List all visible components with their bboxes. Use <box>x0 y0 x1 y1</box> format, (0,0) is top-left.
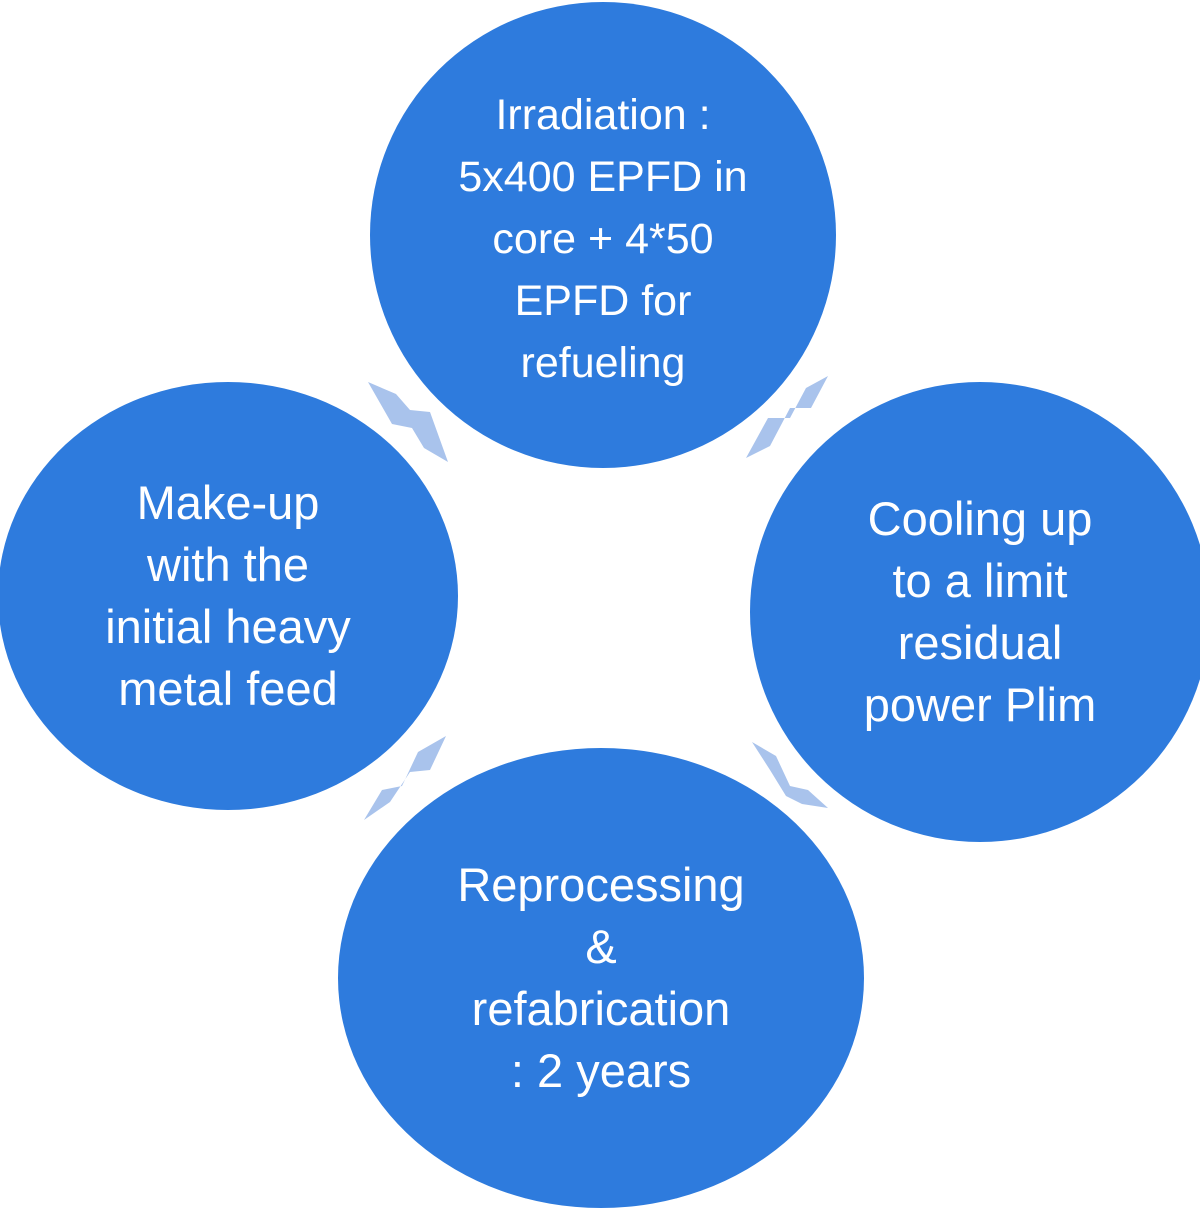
node-irradiation: Irradiation : 5x400 EPFD in core + 4*50 … <box>370 2 836 468</box>
node-cooling: Cooling up to a limit residual power Pli… <box>750 382 1200 842</box>
node-reprocessing: Reprocessing & refabrication : 2 years <box>338 748 864 1208</box>
node-make-up: Make-up with the initial heavy metal fee… <box>0 382 458 810</box>
node-reprocessing-label: Reprocessing & refabrication : 2 years <box>457 858 745 1097</box>
node-cooling-label: Cooling up to a limit residual power Pli… <box>863 492 1097 731</box>
node-irradiation-label: Irradiation : 5x400 EPFD in core + 4*50 … <box>458 91 748 387</box>
node-make-up-label: Make-up with the initial heavy metal fee… <box>105 476 351 715</box>
